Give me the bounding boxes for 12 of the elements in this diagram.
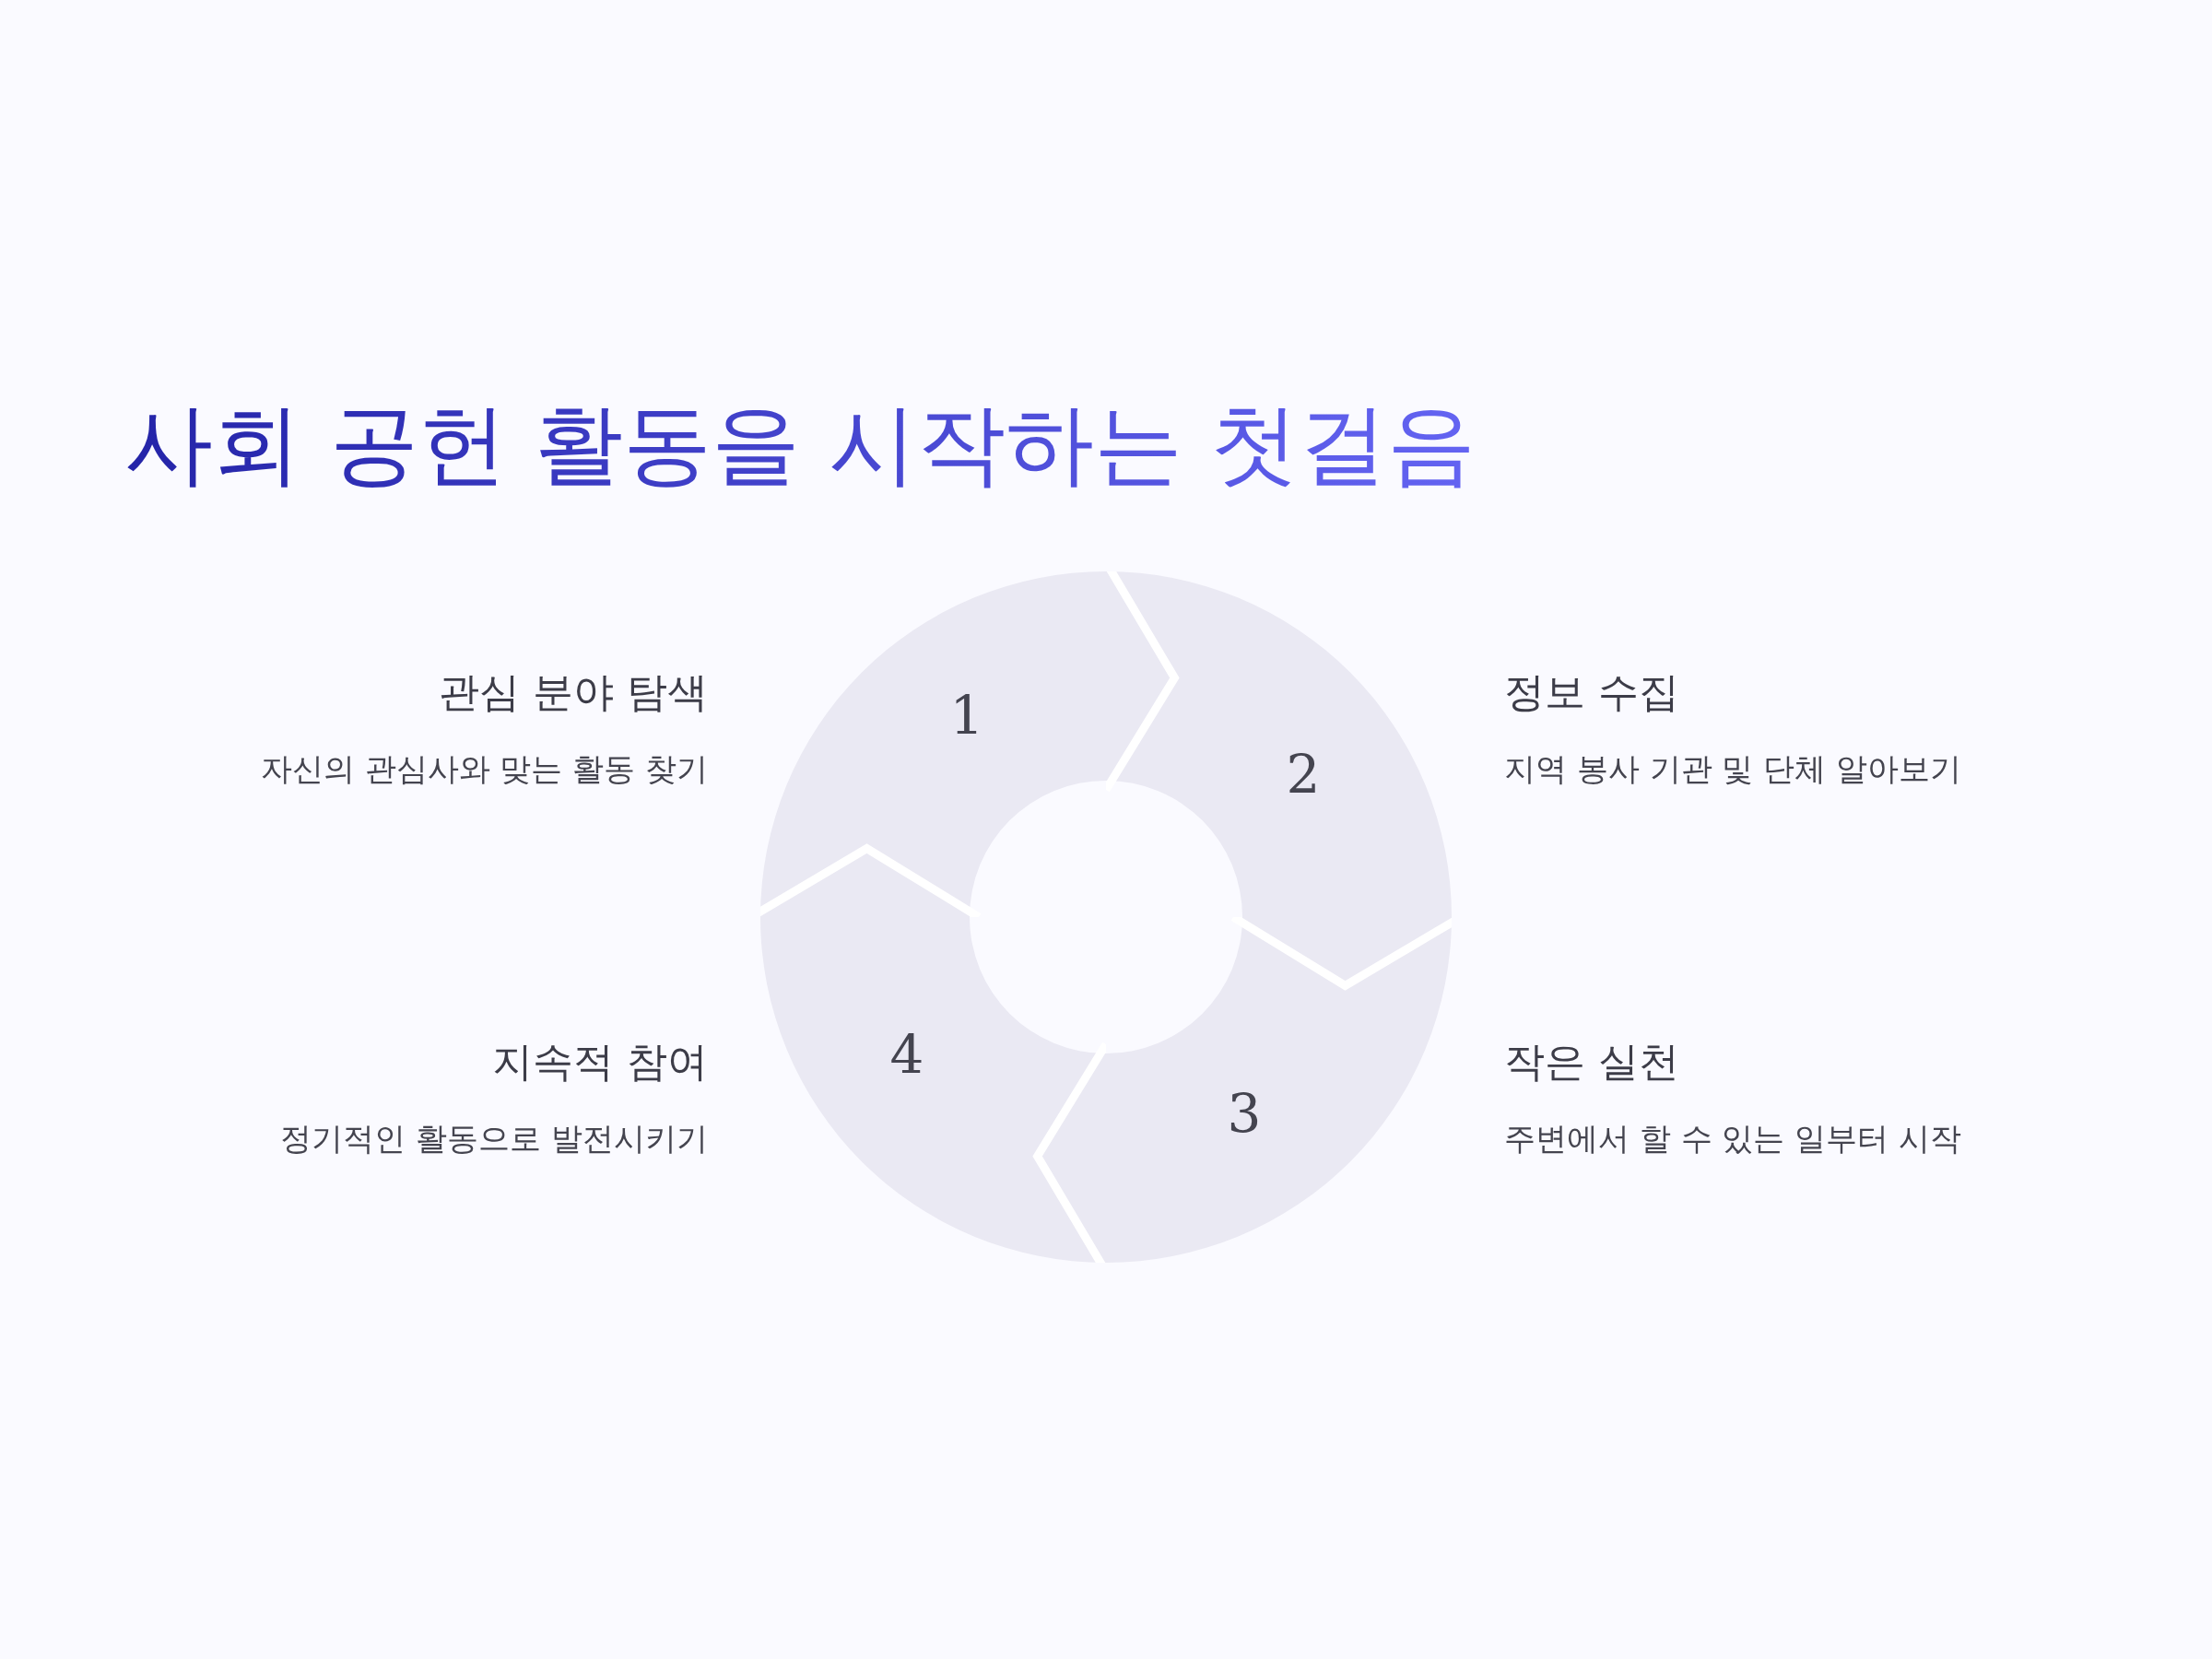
step-number: 3 bbox=[1227, 1082, 1262, 1145]
step-description: 지역 봉사 기관 및 단체 알아보기 bbox=[1504, 749, 1962, 789]
step-number: 4 bbox=[889, 1023, 924, 1086]
step-heading: 작은 실천 bbox=[1504, 1037, 1679, 1087]
step-heading: 지속적 참여 bbox=[492, 1037, 708, 1087]
step-description: 주변에서 할 수 있는 일부터 시작 bbox=[1504, 1119, 1962, 1159]
step-description: 정기적인 활동으로 발전시키기 bbox=[280, 1119, 708, 1159]
step-heading: 관심 분야 탐색 bbox=[439, 667, 708, 717]
step-description: 자신의 관심사와 맞는 활동 찾기 bbox=[260, 749, 708, 789]
step-heading: 정보 수집 bbox=[1504, 667, 1679, 717]
step-number: 1 bbox=[949, 684, 984, 747]
step-number: 2 bbox=[1286, 743, 1321, 806]
